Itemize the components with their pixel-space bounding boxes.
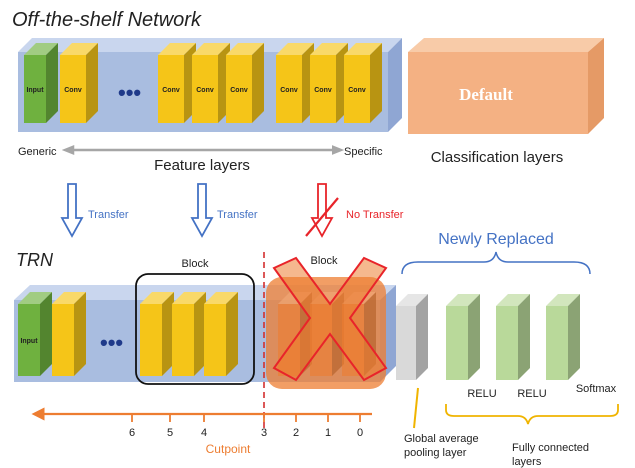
- cutpoint-tick-label-1: 1: [325, 427, 331, 439]
- cutpoint-tick-label-2: 2: [293, 427, 299, 439]
- transfer-label-1: Transfer: [88, 209, 129, 221]
- global-avg-pool-layer: [396, 294, 428, 380]
- block-outline: [135, 273, 255, 385]
- new-layer-stack: [396, 294, 580, 380]
- top-conv-layer-3: Conv: [192, 43, 230, 123]
- trn-input-layer: Input: [18, 292, 52, 376]
- specific-label: Specific: [344, 146, 383, 158]
- cutpoint-tick-label-0: 0: [357, 427, 363, 439]
- fc-relu-layer-1: [446, 294, 480, 380]
- top-conv-layer-2-label: Conv: [162, 87, 180, 94]
- fc-brace: [445, 404, 619, 425]
- top-conv-layer-5: Conv: [276, 43, 314, 123]
- trn-conv-layer-1: [52, 292, 86, 376]
- cutpoint-tick-label-4: 4: [201, 427, 207, 439]
- title-trn: TRN: [16, 250, 54, 270]
- fc-softmax-layer: [546, 294, 580, 380]
- top-conv-layer-6: Conv: [310, 43, 348, 123]
- top-conv-layer-4-label: Conv: [230, 87, 248, 94]
- top-conv-layer-1-label: Conv: [64, 87, 82, 94]
- top-conv-layer-5-label: Conv: [280, 87, 298, 94]
- top-input-layer-label: Input: [26, 87, 44, 94]
- block-label-1: Block: [182, 258, 209, 270]
- cutpoint-tick-label-6: 6: [129, 427, 135, 439]
- transfer-arrow-1: [60, 183, 84, 238]
- fc-label-line1: Fully connected: [512, 442, 589, 454]
- top-conv-layer-1: Conv: [60, 43, 98, 123]
- cutpoint-tick-label-3: 3: [261, 427, 267, 439]
- cutpoint-label: Cutpoint: [206, 442, 251, 456]
- fc-label-line2: layers: [512, 456, 542, 468]
- top-conv-layer-7: Conv: [344, 43, 382, 123]
- block-label-2: Block: [311, 255, 338, 267]
- softmax-label: Softmax: [576, 383, 617, 395]
- gap-annotation-line: [413, 387, 419, 429]
- trn-ellipsis: •••: [100, 330, 123, 355]
- gap-label-line2: pooling layer: [404, 447, 467, 459]
- transfer-arrow-2: [190, 183, 214, 238]
- trn-input-layer-label: Input: [20, 338, 38, 345]
- relu-label-1: RELU: [467, 388, 496, 400]
- trn-conv-layer-4: [204, 292, 238, 376]
- transfer-label-2: Transfer: [217, 209, 258, 221]
- feature-layers-label: Feature layers: [154, 157, 250, 174]
- classification-layers-label: Classification layers: [431, 149, 564, 166]
- trn-conv-layer-3: [172, 292, 206, 376]
- newly-replaced-brace: [401, 251, 591, 275]
- no-transfer-arrow: [305, 183, 339, 238]
- newly-replaced-label: Newly Replaced: [438, 231, 554, 248]
- cutpoint-tick-label-5: 5: [167, 427, 173, 439]
- top-conv-layer-6-label: Conv: [314, 87, 332, 94]
- top-conv-layer-2: Conv: [158, 43, 196, 123]
- top-input-layer: Input: [24, 43, 58, 123]
- top-ellipsis: •••: [118, 80, 141, 105]
- fc-relu-layer-2: [496, 294, 530, 380]
- relu-label-2: RELU: [517, 388, 546, 400]
- title-off-the-shelf-network: Off-the-shelf Network: [12, 9, 202, 31]
- removed-block-cross: [272, 256, 388, 382]
- gap-label-line1: Global average: [404, 433, 479, 445]
- generic-label: Generic: [18, 146, 57, 158]
- top-conv-layer-7-label: Conv: [348, 87, 366, 94]
- trn-conv-layer-2: [140, 292, 174, 376]
- top-layer-stack: Input Conv Conv Conv Conv Conv Conv Conv: [24, 43, 382, 123]
- top-conv-layer-4: Conv: [226, 43, 264, 123]
- default-label: Default: [459, 85, 513, 104]
- no-transfer-label: No Transfer: [346, 209, 404, 221]
- top-conv-layer-3-label: Conv: [196, 87, 214, 94]
- default-classifier-block: Default: [408, 38, 604, 134]
- cutpoint-ticks: 6 5 4 3 2 1 0: [129, 414, 363, 439]
